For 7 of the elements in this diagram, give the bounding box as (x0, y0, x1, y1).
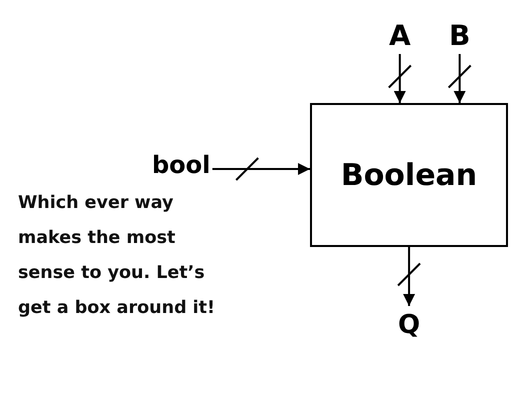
note-text: Which ever way makes the most sense to you. Let’s get a box around it! (18, 192, 216, 320)
signal-label: A (389, 22, 411, 50)
signal-label: B (449, 22, 470, 50)
process-box (310, 103, 508, 247)
signal-label: bool (152, 153, 210, 177)
box-label: Boolean (340, 158, 478, 192)
signal-label: Q (398, 312, 420, 338)
